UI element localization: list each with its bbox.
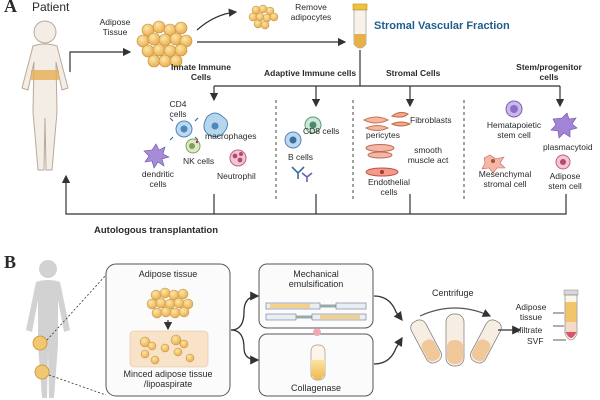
syringes-icon	[265, 302, 367, 321]
arrow-to-collagenase	[230, 329, 260, 365]
svf-title: Stromal Vascular Fraction	[374, 20, 510, 32]
mesenchymal-stromal-cell	[481, 154, 506, 174]
adipose-cluster	[136, 20, 193, 68]
separated-tube	[553, 289, 579, 341]
adipose-box-title: Adipose tissue	[138, 269, 198, 279]
fibroblast-cell	[390, 111, 412, 127]
b-cells-label: B cells	[288, 152, 314, 162]
cd8-cell	[304, 116, 322, 134]
arrow-mech-to-centrifuge	[373, 295, 403, 322]
stromal-header: Stromal Cells	[386, 68, 441, 78]
b-cell	[284, 131, 302, 149]
group-separators	[275, 100, 465, 202]
smooth-muscle-cell	[365, 144, 395, 159]
collagenase-tube	[310, 328, 326, 381]
minced-label: Minced adipose tissue/lipoaspirate	[123, 369, 213, 389]
distribution-tree	[209, 50, 565, 108]
adipose-stem-cell	[555, 154, 571, 170]
minced-tissue	[129, 330, 209, 368]
cd8-label: CD8 cells	[303, 126, 340, 136]
patient-silhouette-b	[26, 260, 70, 398]
adipose-tissue-chunk	[146, 287, 194, 319]
autologous-label: Autologous transplantation	[94, 225, 219, 236]
endothelial-cell	[365, 167, 399, 177]
macrophage-cell	[203, 112, 229, 138]
neutrophil-label: Neutrophil	[217, 171, 256, 181]
patient-figure	[21, 20, 69, 171]
centrifuge-label: Centrifuge	[432, 288, 474, 298]
antibody-icon	[291, 166, 313, 182]
autologous-return	[61, 174, 567, 215]
panel-b-label: B	[4, 252, 17, 272]
arrow-to-adipose	[69, 47, 132, 72]
cd4-cell	[169, 117, 199, 141]
pericyte-cell	[362, 116, 390, 131]
nk-cell	[185, 138, 201, 154]
arrow-to-mechanical	[230, 291, 260, 331]
layer-svf-label: SVF	[527, 336, 544, 346]
patient-label: Patient	[32, 0, 70, 14]
centrifuge	[410, 307, 502, 367]
plasmacytoid-label: plasmacytoid	[543, 142, 593, 152]
arrow-remove-adipocytes	[196, 8, 238, 31]
harvest-site	[32, 274, 107, 396]
neutrophil-cell	[229, 149, 247, 167]
adaptive-header: Adaptive Immune cells	[264, 68, 357, 78]
panel-a-label: A	[4, 0, 17, 16]
hematopoietic-stem-cell	[505, 100, 523, 118]
collagenase-label: Collagenase	[290, 383, 342, 393]
dendritic-cell	[143, 143, 170, 169]
plasmacytoid-cell	[550, 112, 578, 139]
abdomen-fat-highlight	[31, 70, 59, 80]
arrow-coll-to-centrifuge	[373, 336, 403, 365]
nk-label: NK cells	[183, 156, 215, 166]
fibroblasts-label: Fibroblasts	[410, 115, 452, 125]
removed-adipocyte-cluster	[248, 4, 279, 30]
macrophages-label: macrophages	[205, 131, 257, 141]
pericytes-label: pericytes	[366, 130, 401, 140]
svf-tube	[352, 3, 368, 49]
mechanical-box	[258, 263, 374, 329]
layer-infiltrate-label: Infiltrate	[512, 325, 543, 335]
